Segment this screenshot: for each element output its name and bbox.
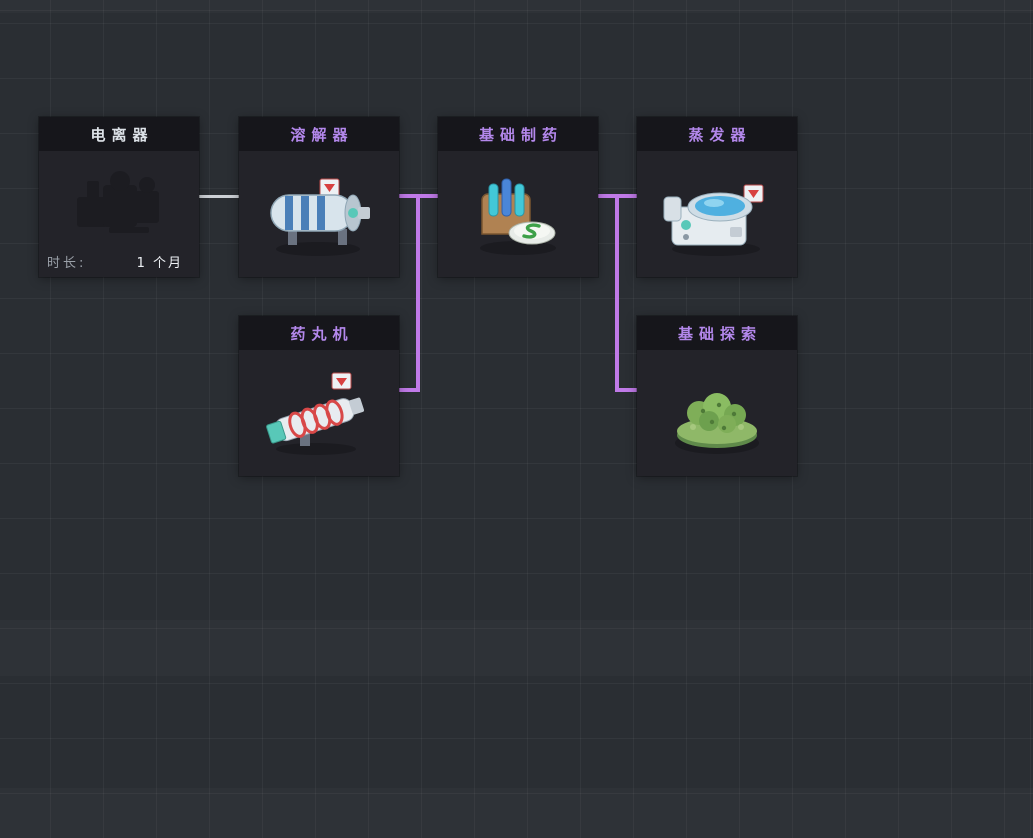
tech-node-title-bar: 药丸机 — [239, 316, 399, 350]
background-band — [0, 788, 1033, 838]
tech-node-title-bar: 基础探索 — [637, 316, 797, 350]
tech-node-title-bar: 基础制药 — [438, 117, 598, 151]
tech-node-title: 药丸机 — [290, 324, 354, 343]
tech-node-title: 蒸发器 — [688, 125, 752, 144]
tech-node-basic-pharma[interactable]: 基础制药 — [438, 117, 598, 277]
green-island-icon — [675, 393, 759, 454]
tech-node-title-bar: 溶解器 — [239, 117, 399, 151]
connection-branch-left — [416, 194, 420, 392]
connection-ionizer-dissolver — [199, 195, 239, 198]
background-band — [0, 0, 1033, 13]
tech-node-icon-area — [637, 151, 797, 277]
ionizer-machine-icon — [77, 171, 159, 233]
test-tubes-icon — [480, 178, 556, 255]
duration-value: 1 个月 — [136, 255, 183, 271]
tech-node-title: 电离器 — [90, 125, 154, 144]
tech-node-icon-area — [239, 350, 399, 476]
background-band — [0, 620, 1033, 676]
evaporator-machine-icon — [663, 184, 764, 256]
tech-node-pill-machine[interactable]: 药丸机 — [239, 316, 399, 476]
tech-node-title: 基础探索 — [677, 324, 762, 343]
connection-pharma-explore — [617, 388, 637, 392]
dissolver-machine-icon — [270, 178, 370, 256]
connection-dissolver-pillmachine — [399, 388, 420, 392]
tech-node-icon-area — [39, 151, 199, 249]
tech-node-dissolver[interactable]: 溶解器 — [239, 117, 399, 277]
duration-label: 时长: — [47, 255, 87, 271]
tech-node-title: 溶解器 — [290, 125, 354, 144]
connection-branch-right — [615, 194, 619, 392]
tech-node-title: 基础制药 — [478, 125, 563, 144]
tech-node-title-bar: 电离器 — [39, 117, 199, 151]
tech-node-icon-area — [239, 151, 399, 277]
tech-node-evaporator[interactable]: 蒸发器 — [637, 117, 797, 277]
tech-node-title-bar: 蒸发器 — [637, 117, 797, 151]
tech-node-icon-area — [438, 151, 598, 277]
tech-node-basic-explore[interactable]: 基础探索 — [637, 316, 797, 476]
pill-press-icon — [266, 372, 365, 455]
tech-node-ionizer[interactable]: 电离器 时长: 1 个月 — [39, 117, 199, 277]
research-duration: 时长: 1 个月 — [39, 249, 199, 277]
tech-node-icon-area — [637, 350, 797, 476]
